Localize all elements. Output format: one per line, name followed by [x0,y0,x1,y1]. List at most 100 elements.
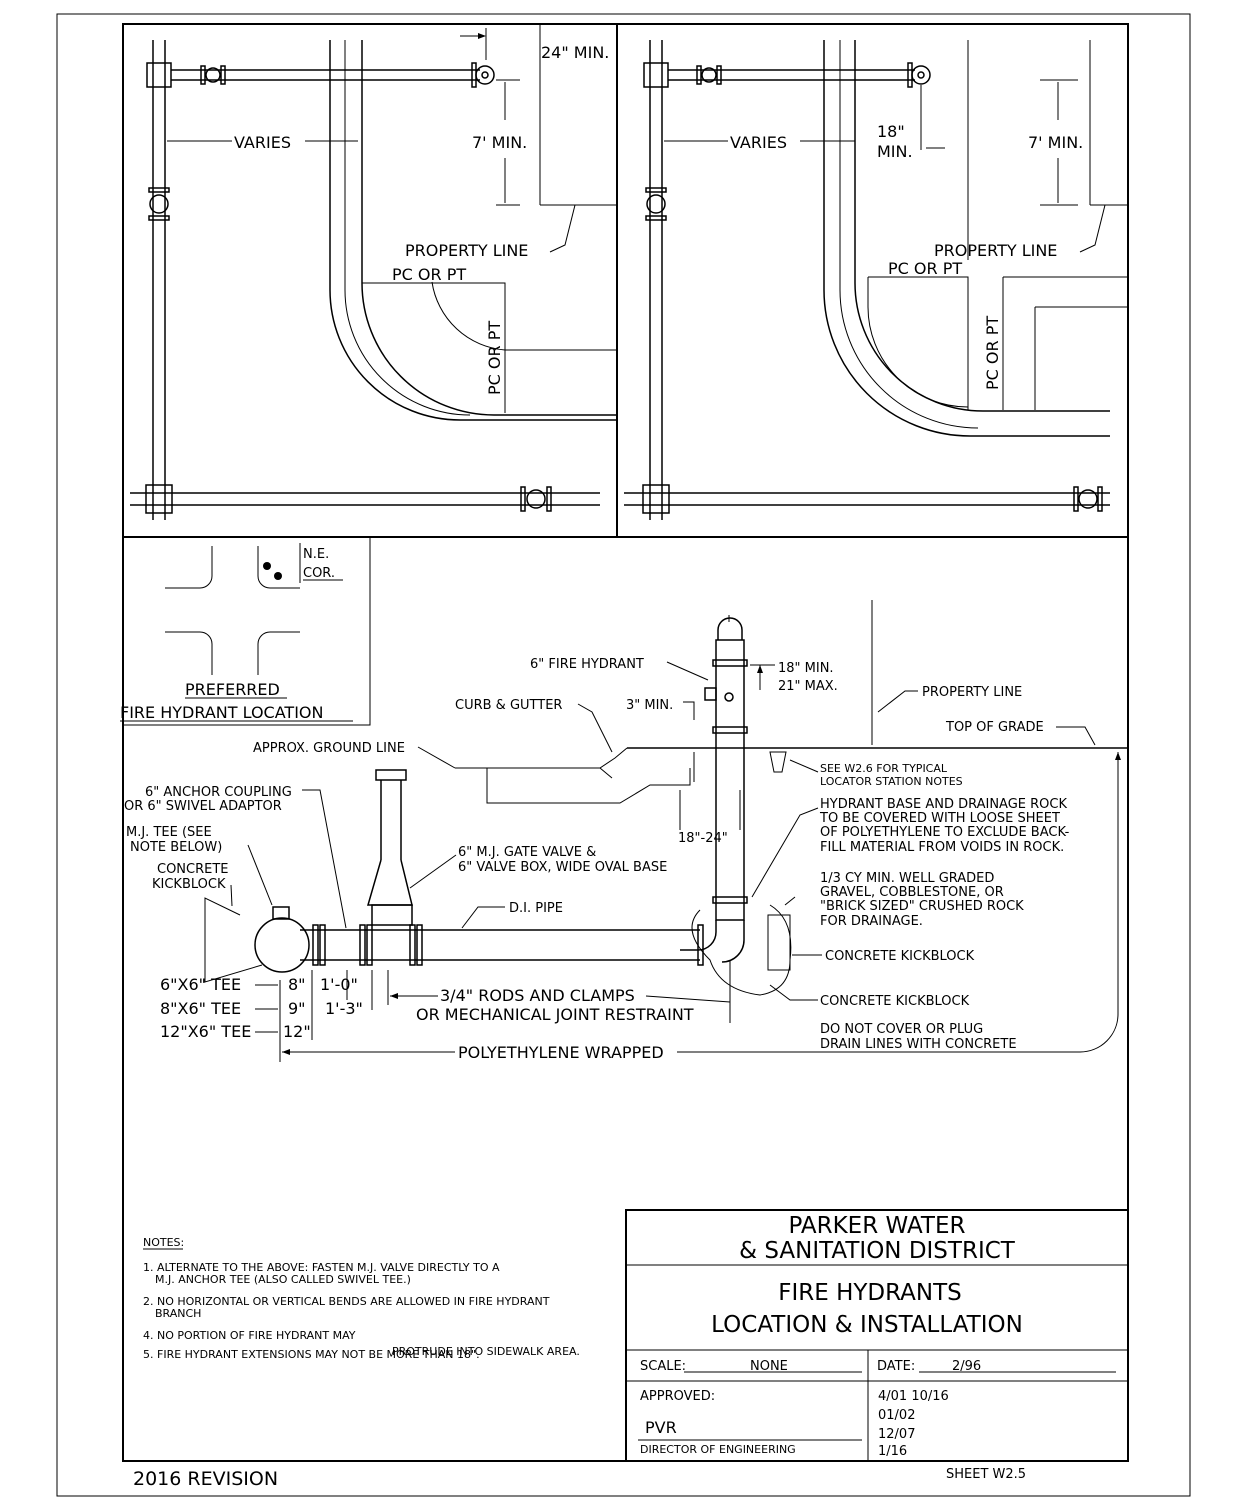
title-block-title-a: FIRE HYDRANTS [778,1280,962,1306]
title-block-scale-value: NONE [750,1359,788,1374]
section-tee-8: 8"X6" TEE [160,999,241,1018]
plan-left-varies: VARIES [234,133,291,152]
notes-n2a: 2. NO HORIZONTAL OR VERTICAL BENDS ARE A… [143,1295,550,1308]
title-block-scale-label: SCALE: [640,1359,686,1374]
section-kickblock-1: CONCRETE KICKBLOCK [825,949,975,964]
section-hb-4: FILL MATERIAL FROM VOIDS IN ROCK. [820,840,1064,855]
title-block-rev-2: 01/02 [878,1408,915,1423]
section-d-8: 8" [288,975,306,994]
section-d-1-0: 1'-0" [320,975,358,994]
preferred-ne-b: COR. [303,566,335,581]
section-kick-b: KICKBLOCK [152,877,226,892]
section-see-w26-b: LOCATOR STATION NOTES [820,775,963,788]
plan-right-min-18-b: MIN. [877,142,913,161]
section-poly: POLYETHYLENE WRAPPED [458,1043,664,1062]
section-hb-3: OF POLYETHYLENE TO EXCLUDE BACK- [820,825,1070,840]
valve-icon [149,194,169,214]
sheet-border [56,13,1191,1497]
notes-block: NOTES: 1. ALTERNATE TO THE ABOVE: FASTEN… [143,1236,580,1361]
gate-valve-icon [371,904,413,926]
section-tee-6: 6"X6" TEE [160,975,241,994]
sheet-number: SHEET W2.5 [946,1467,1026,1482]
hydrant-dot-icon [263,562,271,570]
title-block-approved-label: APPROVED: [640,1389,715,1404]
valve-icon [646,194,666,214]
kickblock [767,914,791,971]
plan-right-min-18-a: 18" [877,122,905,141]
preferred-ne-a: N.E. [303,547,329,562]
hydrant-barrel [715,639,745,921]
section-d-12: 12" [283,1022,311,1041]
section-mj-tee-b: NOTE BELOW) [130,840,222,855]
plan-right-varies: VARIES [730,133,787,152]
section-drain-b: DRAIN LINES WITH CONCRETE [820,1037,1017,1052]
plan-left-min-24: 24" MIN. [541,43,609,62]
section-ground-line: APPROX. GROUND LINE [253,741,405,756]
plan-right-pc-pt-v: PC OR PT [983,316,1002,390]
title-block-org-b: & SANITATION DISTRICT [739,1238,1016,1264]
title-block-date-value: 2/96 [952,1359,981,1374]
hydrant-icon [911,65,931,85]
hydrant-icon [475,65,495,85]
title-block: PARKER WATER & SANITATION DISTRICT FIRE … [625,1209,1129,1462]
section-mj-tee-a: M.J. TEE (SEE [126,825,212,840]
section-gate-b: 6" VALVE BOX, WIDE OVAL BASE [458,860,667,875]
section-fire-hydrant: 6" FIRE HYDRANT [530,657,644,672]
section-anchor-b: OR 6" SWIVEL ADAPTOR [124,799,282,814]
section-curb-gutter: CURB & GUTTER [455,698,562,713]
notes-heading: NOTES: [143,1236,184,1249]
section-tee-12: 12"X6" TEE [160,1022,251,1041]
section-drain-a: DO NOT COVER OR PLUG [820,1022,983,1037]
plan-right-min-7: 7' MIN. [1028,133,1083,152]
title-block-rev-3: 12/07 [878,1427,915,1442]
locator-station-icon [769,751,787,773]
plan-left: 24" MIN. 7' MIN. VARIES PROPERTY LINE PC… [130,24,617,520]
section-anchor-a: 6" ANCHOR COUPLING [145,785,292,800]
plan-left-pc-pt-h: PC OR PT [392,265,466,284]
section-kickblock-2: CONCRETE KICKBLOCK [820,994,970,1009]
notes-n5a: 5. FIRE HYDRANT EXTENSIONS MAY NOT BE MO… [143,1348,480,1361]
plan-left-pc-pt-v: PC OR PT [485,321,504,395]
section-d-9: 9" [288,999,306,1018]
section-see-w26-a: SEE W2.6 FOR TYPICAL [820,762,948,775]
revision-label: 2016 REVISION [133,1468,278,1490]
section-gravel-4: FOR DRAINAGE. [820,914,923,929]
notes-n2b: BRANCH [155,1307,201,1320]
section-property-line: PROPERTY LINE [922,685,1022,700]
plan-left-property-line: PROPERTY LINE [405,241,528,260]
section-min-18: 18" MIN. [778,661,834,676]
title-block-rev-4: 1/16 [878,1444,907,1459]
preferred-title-b: FIRE HYDRANT LOCATION [120,703,323,722]
notes-n5b: PROTRUDE INTO SIDEWALK AREA. [392,1345,580,1358]
section-kick-a: CONCRETE [157,862,229,877]
plan-right-property-line: PROPERTY LINE [934,241,1057,260]
title-block-rev-1: 4/01 10/16 [878,1389,949,1404]
section-max-21: 21" MAX. [778,679,838,694]
section-gravel-2: GRAVEL, COBBLESTONE, OR [820,885,1004,900]
plan-right: 18" MIN. 7' MIN. VARIES PROPERTY LINE PC… [624,40,1128,520]
preferred-location-key: N.E. COR. PREFERRED FIRE HYDRANT LOCATIO… [120,536,371,726]
section-di-pipe: D.I. PIPE [509,901,563,916]
title-block-org-a: PARKER WATER [788,1213,965,1239]
section-rods-b: OR MECHANICAL JOINT RESTRAINT [416,1005,694,1024]
section-min-3: 3" MIN. [626,698,673,713]
section-rods-a: 3/4" RODS AND CLAMPS [440,986,635,1005]
section-gate-a: 6" M.J. GATE VALVE & [458,845,596,860]
section-gravel-1: 1/3 CY MIN. WELL GRADED [820,871,994,886]
installation-section: 18" MIN. 21" MAX. 6" FIRE HYDRANT 3" MIN… [124,600,1128,1062]
plan-right-pc-pt-h: PC OR PT [888,259,962,278]
preferred-title-a: PREFERRED [185,680,280,699]
section-hb-1: HYDRANT BASE AND DRAINAGE ROCK [820,797,1067,812]
section-top-grade: TOP OF GRADE [945,720,1044,735]
section-d-1-3: 1'-3" [325,999,363,1018]
title-block-date-label: DATE: [877,1359,915,1374]
section-dim-18-24: 18"-24" [678,831,728,846]
plan-left-min-7: 7' MIN. [472,133,527,152]
hydrant-dot-icon [274,572,282,580]
title-block-approved-value: PVR [645,1418,677,1437]
title-block-director: DIRECTOR OF ENGINEERING [640,1443,796,1456]
section-gravel-3: "BRICK SIZED" CRUSHED ROCK [820,899,1024,914]
notes-n1b: M.J. ANCHOR TEE (ALSO CALLED SWIVEL TEE.… [155,1273,411,1286]
tee-icon [254,917,310,973]
